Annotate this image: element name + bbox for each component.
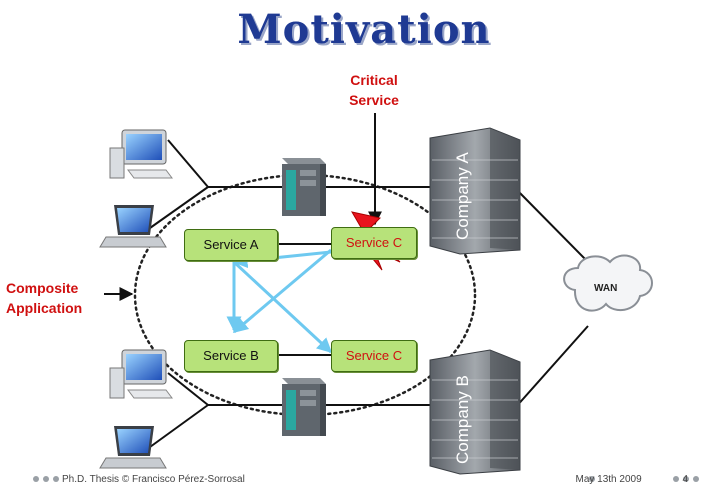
slide-title: Motivation (237, 6, 491, 53)
datacenter-building-icon-company-a: Company A (429, 127, 521, 255)
footer-right: May 13th 2009 4 (575, 474, 688, 485)
wan-links (514, 187, 589, 409)
page-number: 4 (682, 474, 688, 485)
footer-left: Ph.D. Thesis © Francisco Pérez-Sorrosal (62, 474, 245, 485)
service-a-box: Service A (184, 229, 278, 261)
service-c-box-critical: Service C (331, 227, 417, 259)
desktop-computer-icon (109, 349, 173, 399)
server-tower-icon (282, 378, 326, 436)
company-b-label: Company B (453, 375, 472, 464)
wan-cloud-icon: WAN (563, 254, 653, 312)
laptop-icon (99, 205, 167, 248)
footer-date: May 13th 2009 (575, 474, 642, 485)
company-a-label: Company A (453, 151, 472, 240)
desktop-computer-icon (109, 129, 173, 179)
replication-arrows (226, 248, 333, 354)
datacenter-building-icon-company-b: Company B (429, 349, 521, 475)
footer-dots (33, 476, 699, 482)
service-c-box-replica: Service C (331, 340, 417, 372)
wan-label: WAN (594, 283, 617, 294)
composite-application-label: Composite Application (6, 280, 83, 316)
service-links (276, 243, 331, 356)
service-b-box: Service B (184, 340, 278, 372)
server-tower-icon (282, 158, 326, 216)
critical-service-label: Critical Service (349, 72, 399, 108)
laptop-icon (99, 426, 167, 469)
client-links (149, 139, 430, 448)
